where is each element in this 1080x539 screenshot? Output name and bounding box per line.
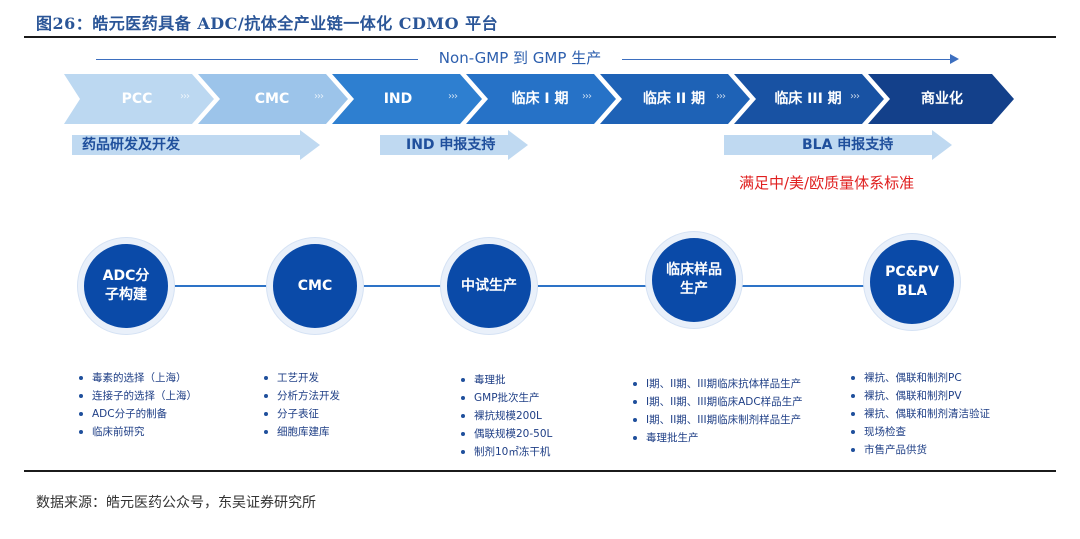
stage-chevron-bar: PCC ››› CMC ››› IND ››› 临床 I 期 ››› 临床 II… (64, 74, 1014, 124)
list-item: I期、II期、III期临床ADC样品生产 (632, 393, 803, 411)
list-item: I期、II期、III期临床制剂样品生产 (632, 411, 803, 429)
dots-chevron-icon: ››› (850, 91, 860, 102)
list-item: 现场检查 (850, 423, 990, 441)
list-clinical-sample-production: I期、II期、III期临床抗体样品生产 I期、II期、III期临床ADC样品生产… (632, 375, 803, 447)
support-arrow-bla: BLA 申报支持 (724, 130, 952, 160)
list-item: 裸抗规模200L (460, 407, 552, 425)
dots-chevron-icon: ››› (180, 91, 190, 102)
list-adc-construction: 毒素的选择（上海） 连接子的选择（上海） ADC分子的制备 临床前研究 (78, 369, 197, 441)
support-label: IND 申报支持 (406, 137, 496, 153)
chevron-fill (868, 74, 1014, 124)
list-item: I期、II期、III期临床抗体样品生产 (632, 375, 803, 393)
chevron-fill (466, 74, 616, 124)
node-adc-construction: ADC分子构建 (78, 238, 174, 334)
stage-ind: IND ››› (332, 74, 482, 124)
list-item: 工艺开发 (263, 369, 340, 387)
chevron-shape-icon (198, 74, 348, 124)
node-label: CMC (297, 277, 333, 294)
gmp-arrow-label: Non-GMP 到 GMP 生产 (418, 47, 622, 68)
arrow-right-icon (72, 130, 320, 160)
node-label: 临床样品生产 (666, 262, 722, 297)
list-item: 裸抗、偶联和制剂PV (850, 387, 990, 405)
arrow-fill (724, 130, 952, 160)
chevron-shape-icon (734, 74, 884, 124)
stage-clinical-3: 临床 III 期 ››› (734, 74, 884, 124)
chevron-shape-icon (64, 74, 214, 124)
stage-label: 临床 I 期 (511, 91, 569, 107)
node-cmc: CMC (267, 238, 363, 334)
list-cmc: 工艺开发 分析方法开发 分子表征 细胞库建库 (263, 369, 340, 441)
list-item: ADC分子的制备 (78, 405, 197, 423)
list-item: 裸抗、偶联和制剂清洁验证 (850, 405, 990, 423)
chevron-shape-icon (332, 74, 482, 124)
node-label: PC&PV BLA (885, 264, 939, 299)
stage-label: PCC (121, 91, 153, 107)
arrow-right-icon (724, 130, 952, 160)
top-rule (24, 36, 1056, 38)
stage-label: 商业化 (921, 91, 963, 107)
stage-pcc: PCC ››› (64, 74, 214, 124)
chevron-shape-icon (466, 74, 616, 124)
chevron-fill (332, 74, 482, 124)
dots-chevron-icon: ››› (448, 91, 458, 102)
chevron-fill (64, 74, 214, 124)
list-pc-pv-bla: 裸抗、偶联和制剂PC 裸抗、偶联和制剂PV 裸抗、偶联和制剂清洁验证 现场检查 … (850, 369, 990, 459)
list-item: GMP批次生产 (460, 389, 552, 407)
gmp-arrow-line-left (96, 59, 418, 60)
list-item: 细胞库建库 (263, 423, 340, 441)
dots-chevron-icon: ››› (314, 91, 324, 102)
stage-commercial: 商业化 (868, 74, 1014, 124)
stage-label: CMC (254, 91, 290, 107)
list-item: 分子表征 (263, 405, 340, 423)
figure-source: 数据来源：皓元医药公众号，东吴证券研究所 (36, 495, 316, 511)
support-arrow-rd: 药品研发及开发 (72, 130, 320, 160)
arrow-fill (72, 130, 320, 160)
gmp-arrow-line-right (622, 59, 952, 60)
arrow-right-icon (380, 130, 528, 160)
chevron-shape-icon (868, 74, 1014, 124)
list-item: 毒理批 (460, 371, 552, 389)
list-item: 连接子的选择（上海） (78, 387, 197, 405)
figure-title: 图26：皓元医药具备 ADC/抗体全产业链一体化 CDMO 平台 (36, 14, 499, 33)
stage-clinical-1: 临床 I 期 ››› (466, 74, 616, 124)
list-item: 裸抗、偶联和制剂PC (850, 369, 990, 387)
dots-chevron-icon: ››› (716, 91, 726, 102)
stage-label: 临床 III 期 (774, 91, 842, 107)
stage-label: 临床 II 期 (642, 91, 706, 107)
list-item: 毒理批生产 (632, 429, 803, 447)
chevron-fill (198, 74, 348, 124)
support-arrow-ind: IND 申报支持 (380, 130, 528, 160)
node-pc-pv-bla: PC&PV BLA (864, 234, 960, 330)
gmp-arrow-head-icon (950, 54, 959, 64)
arrow-fill (380, 130, 528, 160)
stage-clinical-2: 临床 II 期 ››› (600, 74, 750, 124)
list-item: 市售产品供货 (850, 441, 990, 459)
chevron-fill (734, 74, 884, 124)
support-label: 药品研发及开发 (82, 137, 180, 153)
bottom-rule (24, 470, 1056, 472)
list-item: 临床前研究 (78, 423, 197, 441)
quality-standard-note: 满足中/美/欧质量体系标准 (739, 174, 915, 192)
stage-cmc: CMC ››› (198, 74, 348, 124)
list-item: 毒素的选择（上海） (78, 369, 197, 387)
list-item: 制剂10㎡冻干机 (460, 443, 552, 461)
node-label: ADC分子构建 (102, 268, 150, 303)
chevron-fill (600, 74, 750, 124)
support-label: BLA 申报支持 (802, 137, 894, 153)
dots-chevron-icon: ››› (582, 91, 592, 102)
list-item: 偶联规模20-50L (460, 425, 552, 443)
list-pilot-production: 毒理批 GMP批次生产 裸抗规模200L 偶联规模20-50L 制剂10㎡冻干机 (460, 371, 552, 461)
chevron-shape-icon (600, 74, 750, 124)
node-pilot-production: 中试生产 (441, 238, 537, 334)
list-item: 分析方法开发 (263, 387, 340, 405)
node-label: 中试生产 (461, 277, 517, 294)
stage-label: IND (383, 91, 413, 107)
node-clinical-sample-production: 临床样品生产 (646, 232, 742, 328)
